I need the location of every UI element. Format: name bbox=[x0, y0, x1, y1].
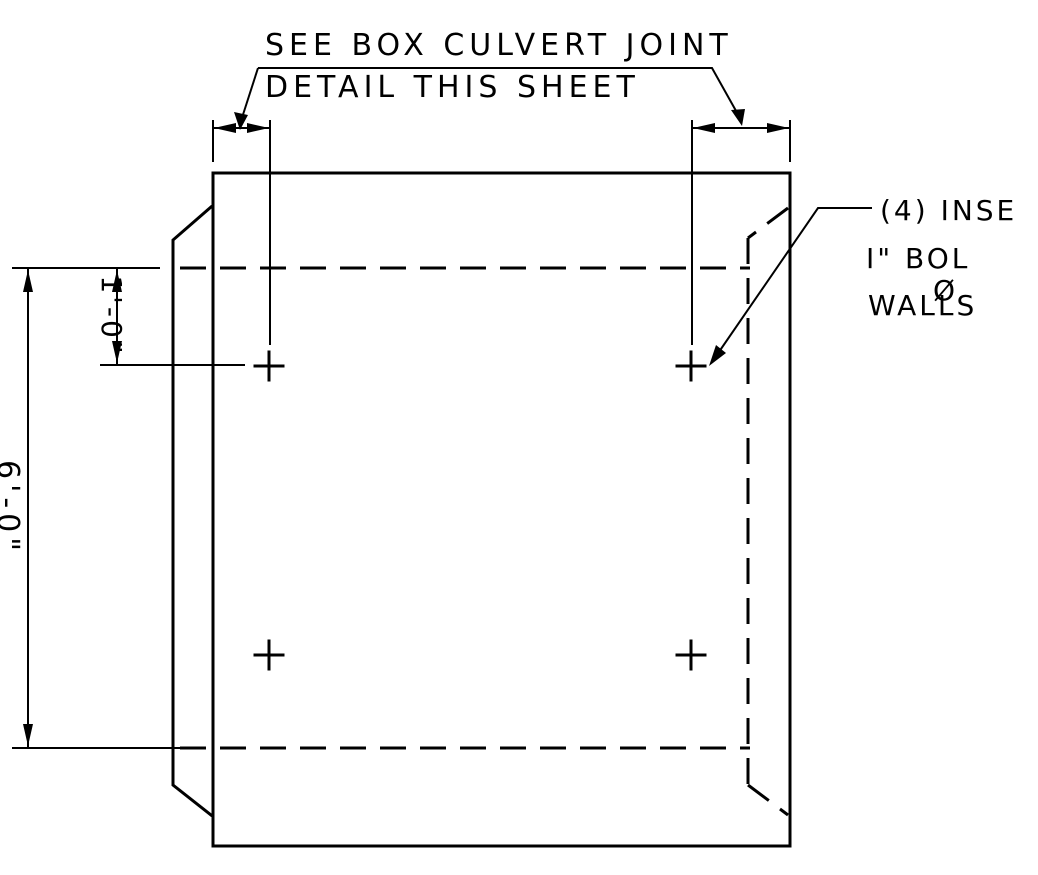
top-offset-dimension bbox=[100, 267, 245, 366]
callout-top-line1: SEE BOX CULVERT JOINT bbox=[265, 28, 733, 63]
joint-width-dimension bbox=[212, 120, 791, 345]
callout-top-leaders bbox=[234, 67, 745, 130]
left-bevel bbox=[171, 204, 214, 818]
callout-right-line2: I" BOL bbox=[866, 242, 970, 275]
callout-right-line3: WALLS bbox=[868, 289, 977, 322]
callout-right-line1: (4) INSE bbox=[880, 194, 1017, 227]
dim-total-height-label: 6'-0" bbox=[0, 460, 25, 556]
callout-top-line2: DETAIL THIS SHEET bbox=[265, 70, 640, 105]
insert-mark-top-right bbox=[675, 350, 707, 382]
callout-right-leader bbox=[709, 207, 872, 366]
dim-top-offset-label: 1'-0" bbox=[95, 275, 128, 356]
insert-mark-top-left bbox=[253, 350, 285, 382]
insert-mark-bottom-right bbox=[675, 639, 707, 671]
right-bevel-hidden bbox=[746, 206, 789, 817]
diameter-symbol: Ø bbox=[933, 274, 958, 307]
box-outline bbox=[211, 171, 792, 848]
insert-mark-bottom-left bbox=[253, 639, 285, 671]
total-height-dimension bbox=[12, 267, 180, 749]
